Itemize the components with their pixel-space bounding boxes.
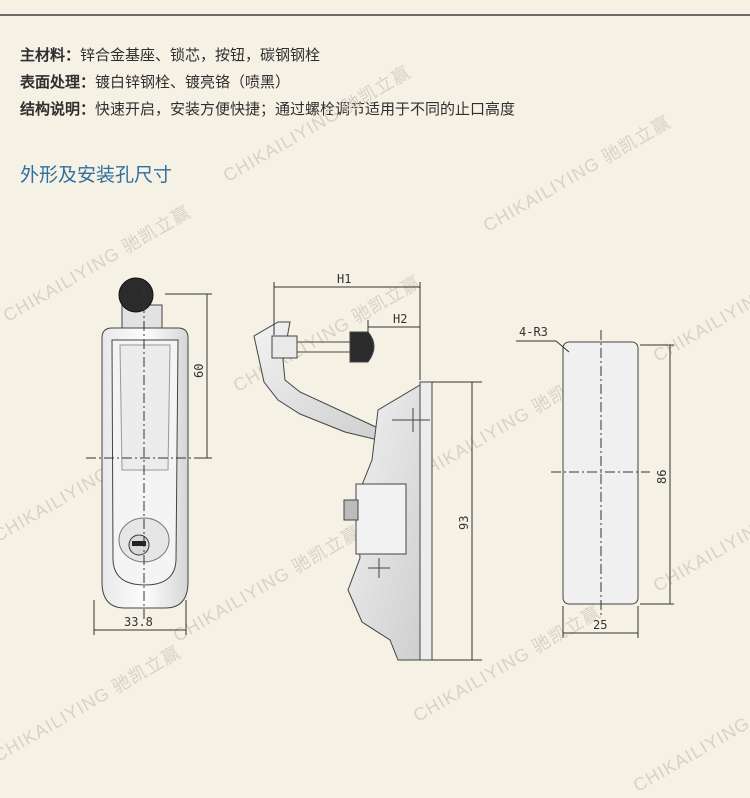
spec-material-label: 主材料：	[20, 46, 81, 64]
spec-structure-value: 快速开启，安装方便快捷；通过螺栓调节适用于不同的止口高度	[95, 100, 516, 118]
cutout-view	[516, 330, 674, 638]
cutout-height-label: 86	[655, 470, 669, 484]
side-lock-block	[355, 483, 407, 555]
side-h1-label: H1	[337, 272, 351, 286]
side-h2-label: H2	[393, 312, 407, 326]
section-title: 外形及安装孔尺寸	[20, 164, 173, 186]
side-latch	[343, 499, 359, 521]
spec-structure-label: 结构说明：	[20, 100, 96, 118]
front-knob	[118, 277, 154, 313]
side-view	[253, 282, 482, 661]
side-plate	[419, 381, 433, 661]
side-nut	[271, 335, 298, 359]
spec-structure: 结构说明：快速开启，安装方便快捷；通过螺栓调节适用于不同的止口高度	[20, 98, 515, 119]
cutout-leader-diag	[555, 340, 570, 353]
front-width-label: 33.8	[124, 615, 153, 629]
cutout-width-label: 25	[593, 618, 607, 632]
front-view	[86, 277, 212, 635]
spec-material-value: 锌合金基座、锁芯，按钮，碳钢钢栓	[80, 46, 321, 64]
front-height-label: 60	[192, 364, 206, 378]
spec-surface: 表面处理：镀白锌钢栓、镀亮铬（喷黑）	[20, 71, 290, 92]
spec-material: 主材料：锌合金基座、锁芯，按钮，碳钢钢栓	[20, 44, 320, 65]
top-rule	[0, 14, 750, 16]
spec-surface-value: 镀白锌钢栓、镀亮铬（喷黑）	[95, 73, 291, 91]
cutout-radius-label: 4-R3	[519, 325, 548, 339]
side-knob	[349, 331, 375, 363]
side-height-label: 93	[457, 516, 471, 530]
technical-drawing: 60 33.8 H1 H2 93	[86, 272, 674, 661]
front-handle	[119, 344, 171, 471]
spec-surface-label: 表面处理：	[20, 73, 96, 91]
front-keyhole	[132, 541, 146, 546]
